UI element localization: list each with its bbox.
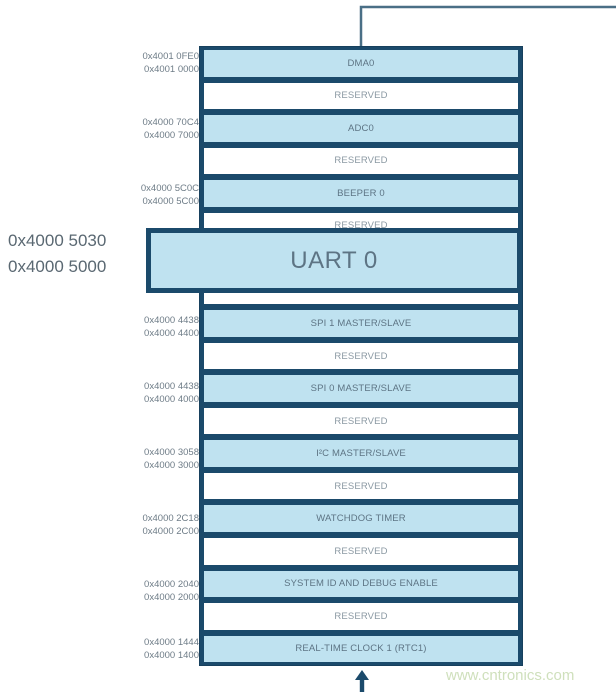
address-label: 0x4000 2C18 0x4000 2C00 (107, 512, 199, 538)
memory-region-row: REAL-TIME CLOCK 1 (RTC1) (204, 635, 518, 663)
address-low: 0x4001 0000 (144, 64, 199, 75)
address-low: 0x4000 3000 (144, 460, 199, 471)
uart-callout-address: 0x4000 5030 0x4000 5000 (8, 228, 140, 280)
address-low: 0x4000 4400 (144, 328, 199, 339)
reserved-row: RESERVED (204, 82, 518, 110)
address-low: 0x4000 5C00 (142, 196, 199, 207)
address-low: 0x4000 2000 (144, 592, 199, 603)
address-label: 0x4000 4438 0x4000 4400 (107, 314, 199, 340)
address-label: 0x4000 1444 0x4000 1400 (107, 636, 199, 662)
memory-region-row: SYSTEM ID AND DEBUG ENABLE (204, 570, 518, 598)
address-high: 0x4000 2C18 (142, 513, 199, 524)
address-low: 0x4000 4000 (144, 394, 199, 405)
reserved-row: RESERVED (204, 603, 518, 630)
address-high: 0x4000 4438 (144, 381, 199, 392)
address-label: 0x4000 2040 0x4000 2000 (107, 578, 199, 604)
uart-callout-address-high: 0x4000 5030 (8, 231, 107, 250)
address-high: 0x4000 2040 (144, 579, 199, 590)
watermark: www.cntronics.com (446, 667, 575, 684)
uart-callout-address-low: 0x4000 5000 (8, 257, 107, 276)
memory-region-row: BEEPER 0 (204, 180, 518, 207)
address-low: 0x4000 7000 (144, 130, 199, 141)
memory-region-row: DMA0 (204, 50, 518, 77)
reserved-row: RESERVED (204, 147, 518, 175)
memory-region-row: SPI 0 MASTER/SLAVE (204, 375, 518, 402)
address-high: 0x4001 0FE0 (142, 51, 199, 62)
address-low: 0x4000 1400 (144, 650, 199, 661)
memory-region-row: WATCHDOG TIMER (204, 505, 518, 532)
address-high: 0x4000 3058 (144, 447, 199, 458)
address-label: 0x4001 0FE0 0x4001 0000 (107, 50, 199, 76)
reserved-row: RESERVED (204, 342, 518, 370)
address-low: 0x4000 2C00 (142, 526, 199, 537)
memory-region-row: ADC0 (204, 115, 518, 142)
address-label: 0x4000 70C4 0x4000 7000 (107, 116, 199, 142)
address-high: 0x4000 5C0C (140, 183, 199, 194)
address-label: 0x4000 5C0C 0x4000 5C00 (107, 182, 199, 208)
up-arrow-icon (355, 670, 369, 692)
address-label: 0x4000 4438 0x4000 4000 (107, 380, 199, 406)
memory-region-row: SPI 1 MASTER/SLAVE (204, 310, 518, 337)
leader-line (359, 5, 616, 48)
address-high: 0x4000 4438 (144, 315, 199, 326)
address-high: 0x4000 70C4 (142, 117, 199, 128)
address-label: 0x4000 3058 0x4000 3000 (107, 446, 199, 472)
reserved-row: RESERVED (204, 472, 518, 500)
reserved-row: RESERVED (204, 407, 518, 435)
address-high: 0x4000 1444 (144, 637, 199, 648)
memory-region-row: I²C MASTER/SLAVE (204, 440, 518, 467)
reserved-row: RESERVED (204, 537, 518, 565)
uart-callout-label: UART 0 (151, 233, 517, 288)
uart-callout-box: UART 0 (146, 228, 522, 293)
